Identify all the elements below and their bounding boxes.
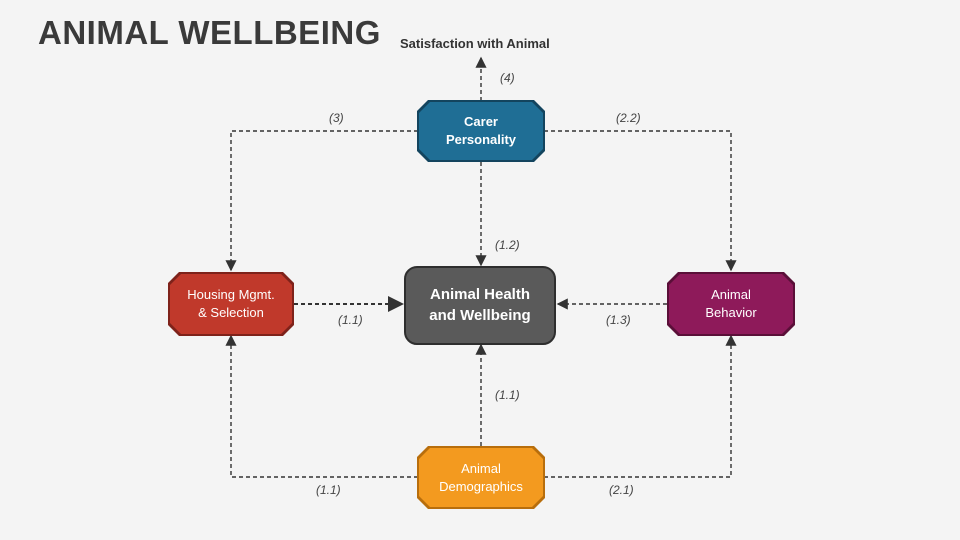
top-caption: Satisfaction with Animal <box>400 36 550 51</box>
node-center-line2: and Wellbeing <box>429 306 531 324</box>
label-behavior-center: (1.3) <box>606 313 631 327</box>
node-behavior-line2: Behavior <box>705 305 757 320</box>
arrow-carer-behavior <box>544 130 737 272</box>
node-carer-line1: Carer <box>464 114 498 130</box>
label-housing-center: (1.1) <box>338 313 363 327</box>
label-carer-behavior: (2.2) <box>616 111 641 125</box>
node-demographics-line2: Demographics <box>439 478 523 494</box>
label-demographics-center: (1.1) <box>495 388 520 402</box>
label-carer-center: (1.2) <box>495 238 520 252</box>
node-animal-demographics: Animal Demographics <box>417 446 545 509</box>
node-behavior-line1: Animal <box>711 287 751 303</box>
node-housing-selection: Housing Mgmt. & Selection <box>168 272 294 336</box>
node-demographics-line1: Animal <box>461 460 501 476</box>
node-animal-health-wellbeing: Animal Health and Wellbeing <box>404 266 556 345</box>
arrow-demographics-housing <box>225 334 418 478</box>
arrow-demographics-behavior <box>544 334 737 478</box>
label-demographics-housing: (1.1) <box>316 483 341 497</box>
node-housing-line2: & Selection <box>198 305 264 320</box>
node-carer-personality: Carer Personality <box>417 100 545 162</box>
label-demographics-behavior: (2.1) <box>609 483 634 497</box>
label-carer-satisfaction: (4) <box>500 71 515 85</box>
node-carer-line2: Personality <box>445 132 517 147</box>
node-housing-line1: Housing Mgmt. <box>187 287 275 303</box>
arrow-carer-housing <box>225 130 418 272</box>
page-title: ANIMAL WELLBEING <box>38 14 381 51</box>
label-carer-housing: (3) <box>329 111 344 125</box>
node-center-line1: Animal Health <box>429 286 531 304</box>
node-animal-behavior: Animal Behavior <box>667 272 795 336</box>
